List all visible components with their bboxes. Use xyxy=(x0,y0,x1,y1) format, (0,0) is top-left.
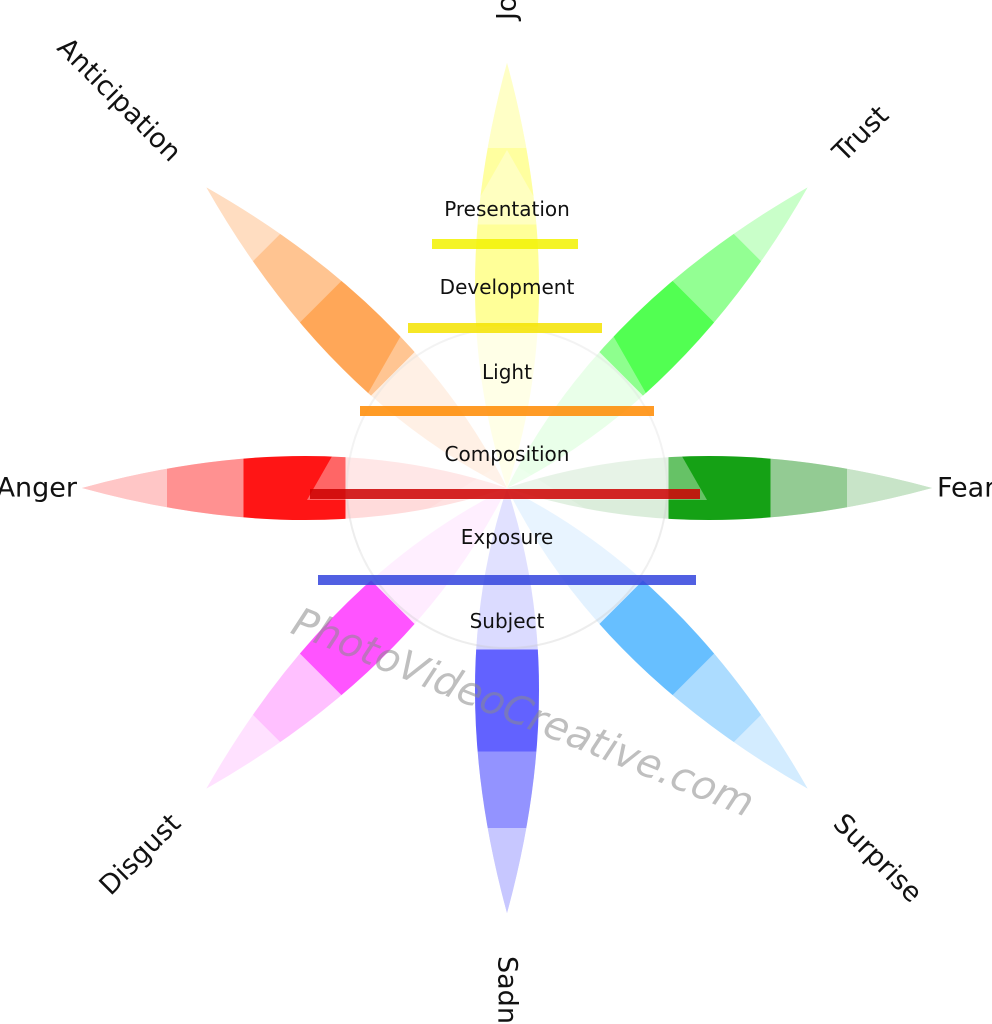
petal-band xyxy=(770,456,847,520)
emotion-label-trust: Trust xyxy=(826,100,895,169)
petal-sadness xyxy=(475,488,539,913)
petal-band xyxy=(475,148,539,225)
petal-anger xyxy=(82,456,507,520)
tier-label-subject: Subject xyxy=(470,609,545,633)
tier-label-presentation: Presentation xyxy=(444,197,570,221)
emotion-label-disgust: Disgust xyxy=(94,808,188,902)
emotion-label-joy: Joy xyxy=(492,0,523,22)
petal-band xyxy=(475,649,539,752)
tier-divider xyxy=(432,239,578,249)
emotion-label-anger: Anger xyxy=(0,473,78,504)
tier-divider xyxy=(318,575,696,585)
petal-band xyxy=(475,63,539,148)
tier-label-exposure: Exposure xyxy=(461,525,554,549)
petal-band xyxy=(475,751,539,828)
tier-label-development: Development xyxy=(440,275,575,299)
petal-fear xyxy=(507,456,932,520)
tier-divider xyxy=(360,406,654,416)
tier-label-light: Light xyxy=(482,360,532,384)
tier-divider xyxy=(408,323,602,333)
photography-pyramid xyxy=(307,150,707,649)
tier-labels: PresentationDevelopmentLightCompositionE… xyxy=(440,197,575,633)
emotion-label-anticipation: Anticipation xyxy=(51,32,187,168)
petal-band xyxy=(167,456,244,520)
emotion-label-fear: Fear xyxy=(937,473,992,504)
petal-band xyxy=(847,456,932,520)
tier-divider xyxy=(310,489,700,499)
petal-band xyxy=(668,456,771,520)
tier-label-composition: Composition xyxy=(445,442,570,466)
petal-band xyxy=(82,456,167,520)
pyramid-lower xyxy=(317,460,697,578)
emotion-label-surprise: Surprise xyxy=(827,808,928,909)
petal-band xyxy=(475,828,539,913)
emotion-label-sadness: Sadness xyxy=(492,956,523,1024)
petal-band xyxy=(243,456,346,520)
